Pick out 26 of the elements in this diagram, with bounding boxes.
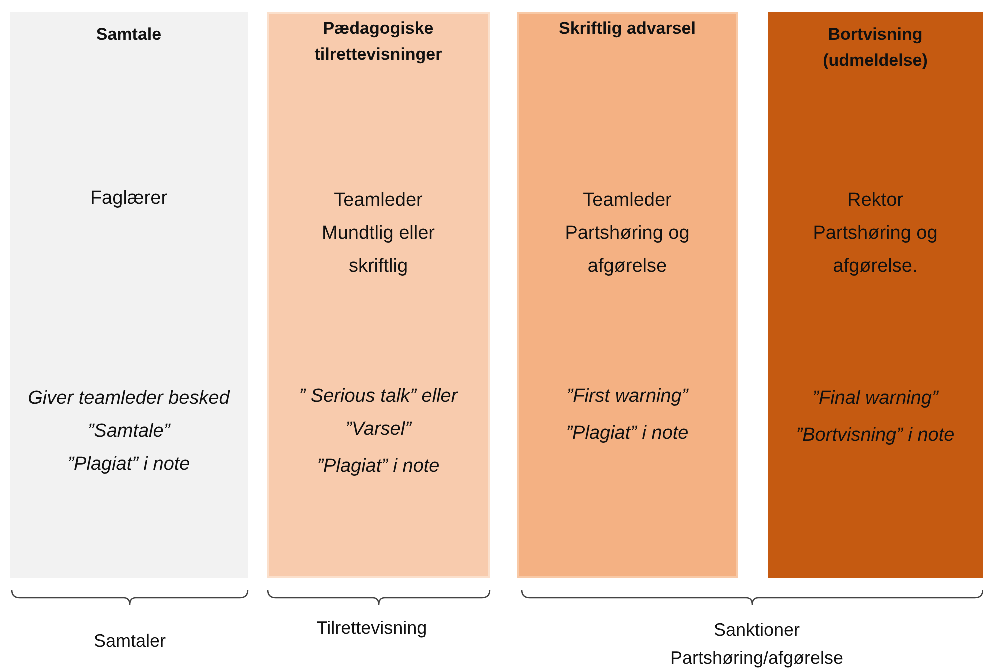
column-heading: Bortvisning (udmeldelse): [822, 24, 929, 72]
group-label: Tilrettevisning: [316, 617, 428, 640]
note-text: ”Plagiat” i note: [317, 455, 440, 479]
note-text: ”Samtale”: [88, 420, 170, 444]
note-text: ” Serious talk” eller ”Varsel”: [298, 385, 460, 442]
role-text: Partshøring og afgørelse.: [812, 222, 939, 279]
group-label: Sanktioner Partshøring/afgørelse: [669, 619, 845, 670]
note-text: Giver teamleder besked: [28, 387, 230, 411]
column-heading: Pædagogiske tilrettevisninger: [314, 18, 444, 66]
note-text: ”Plagiat” i note: [68, 453, 190, 477]
note-text: ”First warning”: [566, 385, 688, 409]
column-panel: [517, 12, 738, 578]
role-text: Partshøring og afgørelse: [564, 222, 691, 279]
column-panel: [768, 12, 983, 578]
group-label: Samtaler: [92, 630, 168, 653]
column-heading: Samtale: [95, 24, 163, 46]
role-text: Faglærer: [90, 187, 168, 211]
column-panel: [267, 12, 490, 578]
note-text: ”Final warning”: [812, 387, 938, 411]
role-text: Rektor: [848, 189, 904, 213]
role-text: Mundtlig eller skriftlig: [321, 222, 436, 279]
note-text: ”Plagiat” i note: [566, 422, 689, 446]
note-text: ”Bortvisning” i note: [796, 424, 955, 448]
role-text: Teamleder: [583, 189, 672, 213]
role-text: Teamleder: [334, 189, 423, 213]
column-heading: Skriftlig advarsel: [558, 18, 697, 40]
